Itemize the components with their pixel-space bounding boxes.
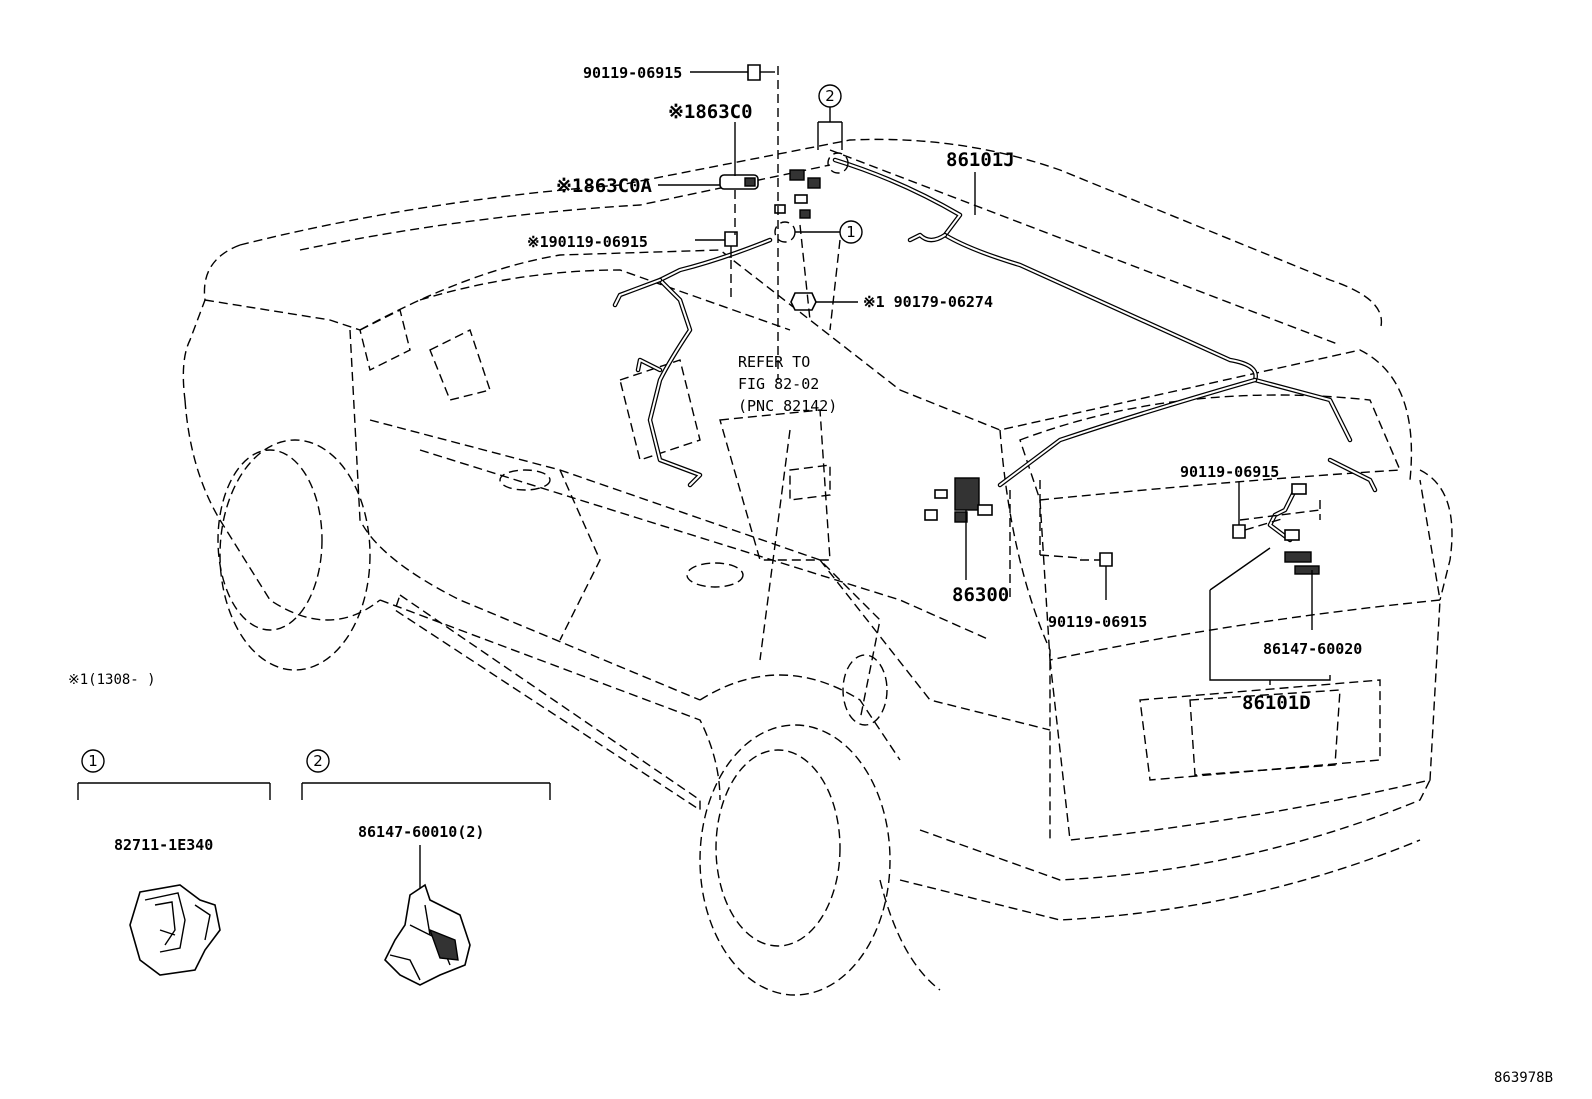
label-86101D: 86101D <box>1242 692 1311 714</box>
figure-id: 863978B <box>1494 1070 1553 1086</box>
label-bolt-rear: 90119-06915 <box>1180 463 1279 481</box>
legend-2-number: 2 <box>313 752 323 770</box>
callout-1: 1 <box>795 220 863 244</box>
label-refer-pnc: (PNC 82142) <box>738 397 837 415</box>
legend-item-2: 2 86147-60010(2) <box>301 749 551 986</box>
legend-1-part-number: 82711-1E340 <box>114 836 213 854</box>
bolt-lower-icon <box>1080 552 1113 600</box>
callout-2-number: 2 <box>825 87 835 105</box>
harness-86101J <box>832 157 1378 493</box>
reference-lines <box>730 66 1321 661</box>
vehicle-body-outline <box>182 138 1453 996</box>
nut-icon <box>790 292 858 311</box>
label-86101J: 86101J <box>946 149 1015 171</box>
legend-1-number: 1 <box>88 752 98 770</box>
label-86300: 86300 <box>952 584 1009 606</box>
label-863C0: ※1863C0 <box>668 101 753 123</box>
clamp-86147-60010-icon <box>384 883 471 986</box>
label-nut: ※1 90179-06274 <box>863 293 993 311</box>
label-refer-to: REFER TO <box>738 353 810 371</box>
label-bolt-top: 90119-06915 <box>583 64 682 82</box>
harness-front-cabin <box>612 237 773 488</box>
legend-2-part-number: 86147-60010(2) <box>358 823 484 841</box>
connector-863C0 <box>719 174 759 190</box>
callout-2: 2 <box>817 84 843 150</box>
legend-item-1: 1 82711-1E340 <box>77 749 271 976</box>
bolt-top-icon <box>690 64 775 81</box>
bolt-mid-icon <box>695 231 738 258</box>
label-863C0A: ※1863C0A <box>556 175 653 197</box>
clamp-86147-60020 <box>1284 551 1320 575</box>
bolt-rear-icon <box>1232 482 1286 539</box>
note-serial-range: ※1(1308- ) <box>68 672 156 688</box>
connector-cluster-roof <box>774 169 821 219</box>
label-bolt-lower: 90119-06915 <box>1048 613 1147 631</box>
label-86147-60020: 86147-60020 <box>1263 640 1362 658</box>
label-refer-fig: FIG 82-02 <box>738 375 819 393</box>
clip-82711-icon <box>129 884 221 976</box>
connector-rear-camera <box>1284 483 1307 541</box>
callout-1-number: 1 <box>846 223 856 241</box>
label-bolt-mid: ※190119-06915 <box>527 233 648 251</box>
module-86300 <box>924 477 993 523</box>
